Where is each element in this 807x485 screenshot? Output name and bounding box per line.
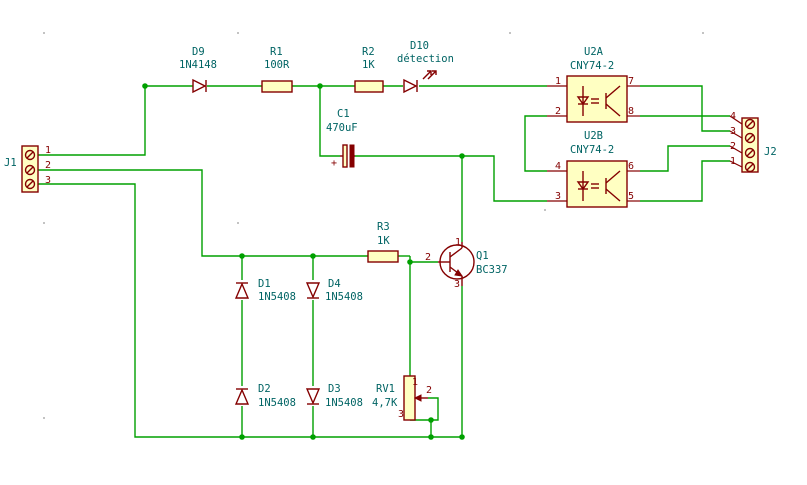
u2a-pin-1: 1 bbox=[555, 76, 561, 87]
r1-value: 100R bbox=[264, 59, 290, 71]
resistor-r1: R1 100R bbox=[261, 46, 293, 93]
q1-pin-2: 2 bbox=[425, 252, 431, 263]
rv1-value: 4,7K bbox=[372, 397, 398, 409]
optocoupler-u2b: U2B CNY74-2 4 3 6 5 bbox=[547, 130, 640, 208]
diode-d9: D9 1N4148 bbox=[179, 46, 217, 94]
u2a-value: CNY74-2 bbox=[570, 60, 614, 72]
d4-ref: D4 bbox=[328, 278, 341, 290]
j1-pin-3: 3 bbox=[45, 175, 51, 186]
u2a-pin-8: 8 bbox=[628, 106, 634, 117]
u2b-pin-3: 3 bbox=[555, 191, 561, 202]
r1-ref: R1 bbox=[270, 46, 283, 58]
resistor-r2: R2 1K bbox=[354, 46, 384, 93]
resistor-r3: R3 1K bbox=[367, 221, 399, 263]
rv1-pin-3: 3 bbox=[398, 409, 404, 420]
c1-value: 470uF bbox=[326, 122, 358, 134]
potentiometer-rv1: 1 2 3 RV1 4,7K bbox=[372, 375, 432, 421]
junctions bbox=[142, 83, 465, 440]
d9-ref: D9 bbox=[192, 46, 205, 58]
u2a-pin-7: 7 bbox=[628, 76, 634, 87]
c1-polarity: + bbox=[331, 158, 337, 169]
j1-pin-1: 1 bbox=[45, 145, 51, 156]
r3-ref: R3 bbox=[377, 221, 390, 233]
j2-pin-1: 1 bbox=[730, 156, 736, 167]
wires bbox=[38, 85, 730, 438]
d10-ref: D10 bbox=[410, 40, 429, 52]
connector-j1: J1 1 2 3 bbox=[4, 145, 51, 193]
d3-ref: D3 bbox=[328, 383, 341, 395]
d3-value: 1N5408 bbox=[325, 397, 363, 409]
d2-ref: D2 bbox=[258, 383, 271, 395]
d2-value: 1N5408 bbox=[258, 397, 296, 409]
led-d10: D10 détection bbox=[397, 40, 454, 94]
u2a-ref: U2A bbox=[584, 46, 604, 58]
diode-d1: D1 1N5408 bbox=[234, 278, 296, 303]
optocoupler-u2a: U2A CNY74-2 1 2 7 8 bbox=[547, 46, 640, 123]
j2-ref: J2 bbox=[764, 146, 777, 158]
q1-ref: Q1 bbox=[476, 250, 489, 262]
r3-value: 1K bbox=[377, 235, 390, 247]
u2b-ref: U2B bbox=[584, 130, 603, 142]
u2b-value: CNY74-2 bbox=[570, 144, 614, 156]
capacitor-c1: C1 470uF + bbox=[326, 108, 358, 169]
j2-pin-4: 4 bbox=[730, 111, 736, 122]
u2a-pin-2: 2 bbox=[555, 106, 561, 117]
rv1-pin-1: 1 bbox=[412, 377, 418, 388]
diode-d3: D3 1N5408 bbox=[305, 383, 363, 409]
j2-pin-2: 2 bbox=[730, 141, 736, 152]
r2-value: 1K bbox=[362, 59, 375, 71]
q1-pin-3: 3 bbox=[454, 279, 460, 290]
j2-pin-3: 3 bbox=[730, 126, 736, 137]
d1-ref: D1 bbox=[258, 278, 271, 290]
u2b-pin-6: 6 bbox=[628, 161, 634, 172]
j1-pin-2: 2 bbox=[45, 160, 51, 171]
q1-pin-1: 1 bbox=[455, 237, 461, 248]
j1-ref: J1 bbox=[4, 157, 17, 169]
q1-value: BC337 bbox=[476, 264, 508, 276]
u2b-pin-4: 4 bbox=[555, 161, 561, 172]
diode-d2: D2 1N5408 bbox=[234, 383, 296, 409]
diode-d4: D4 1N5408 bbox=[305, 278, 363, 303]
d10-value: détection bbox=[397, 53, 454, 65]
d1-value: 1N5408 bbox=[258, 291, 296, 303]
rv1-ref: RV1 bbox=[376, 383, 395, 395]
u2b-pin-5: 5 bbox=[628, 191, 634, 202]
rv1-pin-2: 2 bbox=[426, 385, 432, 396]
grid-dots bbox=[43, 32, 704, 419]
connector-j2: J2 4 3 2 1 bbox=[729, 111, 777, 173]
transistor-q1: 1 2 3 Q1 BC337 bbox=[425, 237, 508, 290]
c1-ref: C1 bbox=[337, 108, 350, 120]
d4-value: 1N5408 bbox=[325, 291, 363, 303]
r2-ref: R2 bbox=[362, 46, 375, 58]
d9-value: 1N4148 bbox=[179, 59, 217, 71]
